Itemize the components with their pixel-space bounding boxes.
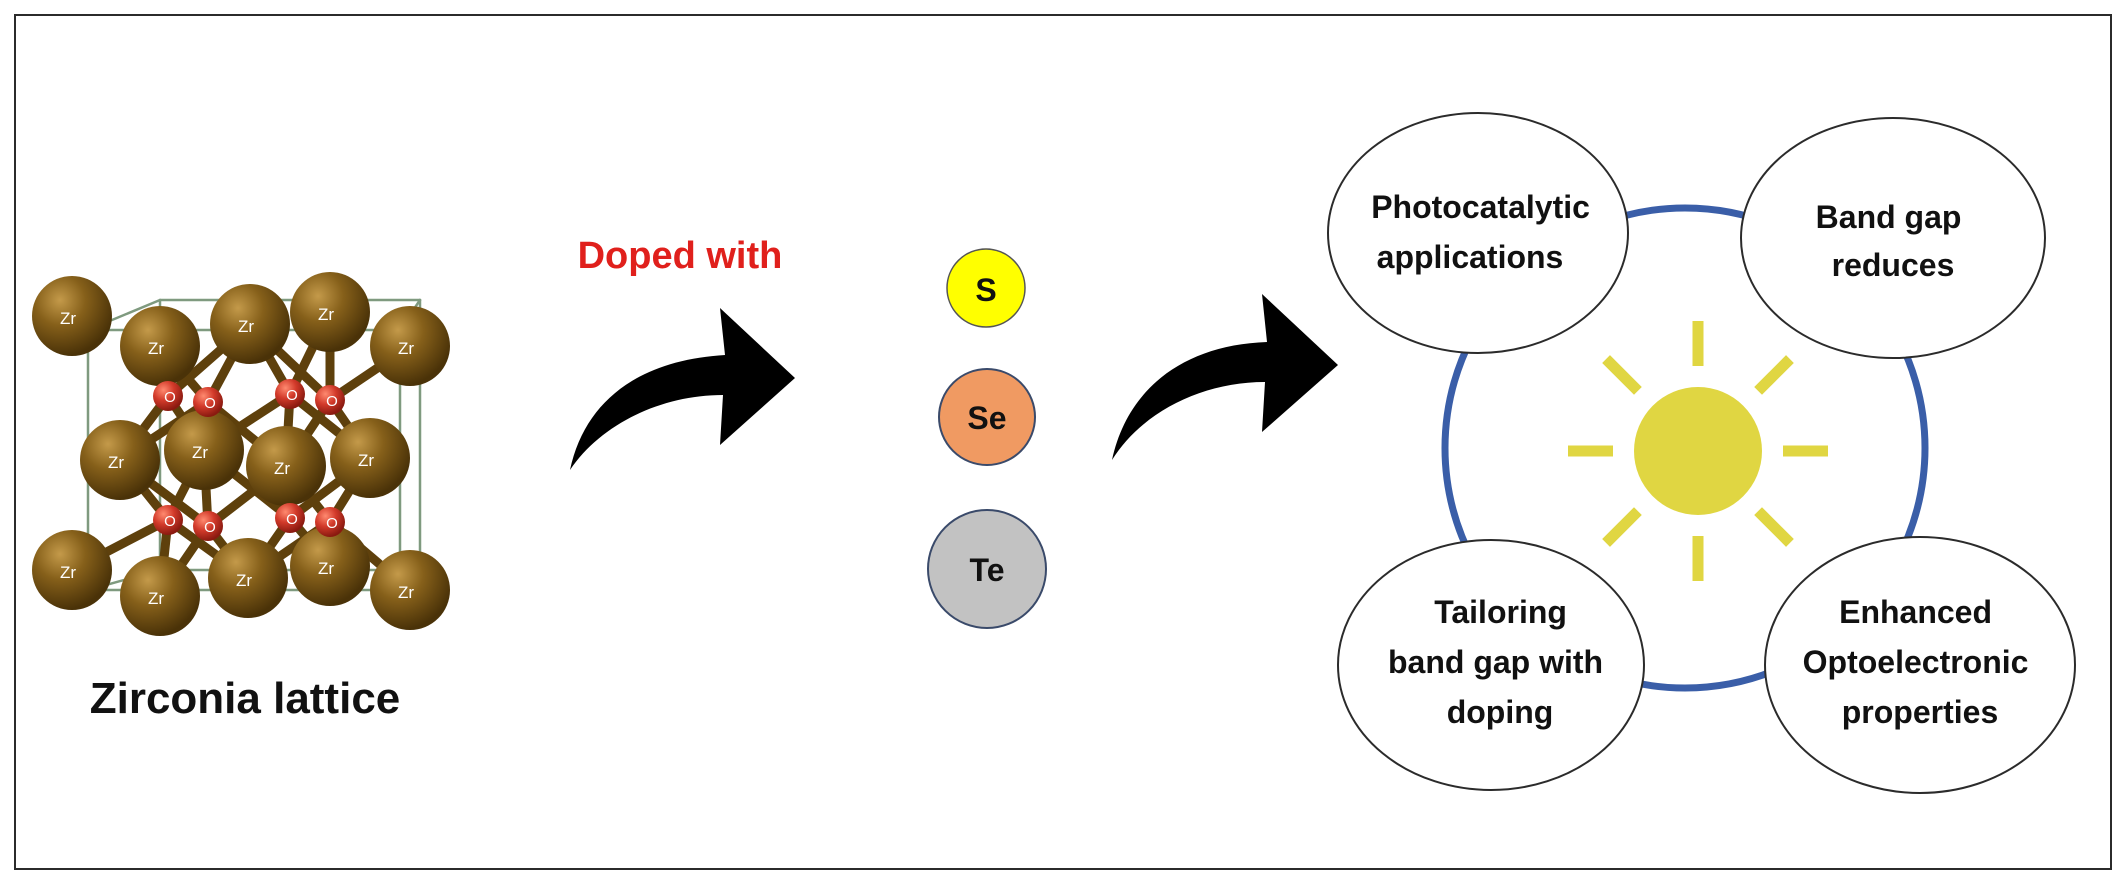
o-atom-label: O (204, 395, 216, 412)
zr-atom (32, 530, 112, 610)
o-atom (193, 387, 223, 417)
zr-atom (210, 284, 290, 364)
curved-arrow-icon (1112, 294, 1338, 460)
zr-atom-label: Zr (398, 339, 414, 358)
zr-atom-label: Zr (318, 559, 334, 578)
bubble-line: doping (1447, 694, 1554, 730)
outcome-bubble-photocatalytic: Photocatalytic applications (1327, 112, 1629, 354)
selenium-dopant-label: Se (967, 400, 1006, 436)
bubble-line: properties (1842, 694, 1998, 730)
zr-atom (32, 276, 112, 356)
zr-atom (164, 410, 244, 490)
o-atom-label: O (286, 387, 298, 404)
svg-text:Tailoring band gap with: Tailoring band gap with doping (1388, 594, 1612, 730)
sun-icon (1568, 321, 1828, 581)
zr-atom-label: Zr (192, 443, 208, 462)
o-atom-label: O (286, 511, 298, 528)
sun-ray (1754, 355, 1794, 395)
curved-arrow-icon (570, 308, 795, 470)
o-atom-label: O (204, 519, 216, 536)
tellurium-dopant-circle (927, 509, 1047, 629)
bubble-line: band gap with (1388, 644, 1603, 680)
sulfur-dopant-label: S (975, 272, 996, 308)
sulfur-dopant-circle (946, 248, 1026, 328)
outcome-ring (1441, 204, 1929, 692)
zr-atom-label: Zr (274, 459, 290, 478)
o-atom (275, 503, 305, 533)
zr-atom (290, 526, 370, 606)
bubble-line: Band gap (1816, 199, 1962, 235)
bubble-line: Tailoring (1434, 594, 1567, 630)
bubble-line: Enhanced (1839, 594, 1992, 630)
svg-text:Photocatalytic applicati: Photocatalytic applications (1371, 189, 1599, 275)
selenium-dopant-circle (938, 368, 1036, 466)
zr-atom (246, 426, 326, 506)
svg-text:Band gap reduces: Band gap reduces (1816, 199, 1971, 283)
o-atom (315, 385, 345, 415)
o-atom (193, 511, 223, 541)
zr-atom (370, 306, 450, 386)
bubble-line: Photocatalytic (1371, 189, 1590, 225)
zr-atom (330, 418, 410, 498)
sun-ray (1754, 507, 1794, 547)
zr-atom (208, 538, 288, 618)
outcome-bubble-band-gap: Band gap reduces (1740, 117, 2046, 359)
zr-atom-label: Zr (148, 339, 164, 358)
doped-with-label: Doped with (578, 235, 783, 277)
zr-atom-label: Zr (148, 589, 164, 608)
zr-atom-label: Zr (108, 453, 124, 472)
figure-frame (14, 14, 2112, 870)
o-atom-label: O (326, 515, 338, 532)
zr-atom (370, 550, 450, 630)
zr-atom-label: Zr (60, 563, 76, 582)
zr-atom (80, 420, 160, 500)
o-atom (153, 381, 183, 411)
o-atom-label: O (164, 513, 176, 530)
o-atom (153, 505, 183, 535)
o-atom-label: O (164, 389, 176, 406)
zr-atom (290, 272, 370, 352)
o-atom (275, 379, 305, 409)
zr-atom (120, 306, 200, 386)
zr-atom-label: Zr (238, 317, 254, 336)
svg-text:Enhanced Optoelectronic: Enhanced Optoelectronic properties (1803, 594, 2038, 730)
bubble-line: reduces (1832, 247, 1955, 283)
tellurium-dopant-label: Te (970, 552, 1005, 588)
sun-ray (1602, 355, 1642, 395)
zr-atom-label: Zr (60, 309, 76, 328)
outcome-bubble-optoelectronic: Enhanced Optoelectronic properties (1764, 536, 2076, 794)
bubble-line: applications (1377, 239, 1564, 275)
bubble-line: Optoelectronic (1803, 644, 2029, 680)
dopant-list: S Se Te (927, 248, 1047, 629)
zr-atom-label: Zr (318, 305, 334, 324)
outcome-bubble-tailoring: Tailoring band gap with doping (1337, 539, 1645, 791)
lattice-caption: Zirconia lattice (90, 674, 401, 723)
zr-atom-label: Zr (398, 583, 414, 602)
zr-atom-label: Zr (358, 451, 374, 470)
zr-atom (120, 556, 200, 636)
o-atom-label: O (326, 393, 338, 410)
sun-ray (1602, 507, 1642, 547)
o-atom (315, 507, 345, 537)
zr-atom-label: Zr (236, 571, 252, 590)
